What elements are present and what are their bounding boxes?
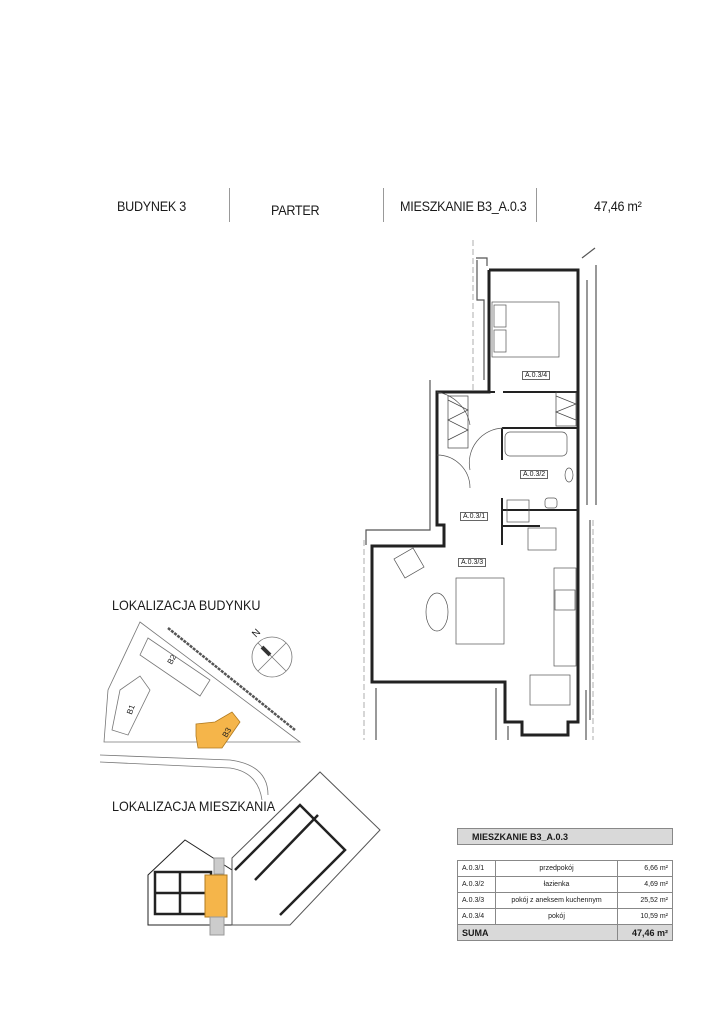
armchair [393,547,425,579]
room-area: 6,66 m² [616,860,674,877]
room-area: 4,69 m² [616,876,674,893]
kitchen-sink [527,527,557,551]
divider [229,188,230,222]
sofa [455,577,505,645]
bed [491,301,560,358]
room-name: łazienka [495,876,618,893]
interior-walls [489,391,578,545]
room-id: A.0.3/2 [456,876,497,893]
room-id: A.0.3/1 [456,860,497,877]
apartment-highlight [204,874,228,918]
door-swing [436,454,471,489]
room-label: A.0.3/3 [458,558,487,567]
toilet [544,497,558,509]
door-swing [436,391,471,426]
room-id: A.0.3/3 [456,892,497,909]
sum-area: 47,46 m² [616,924,674,941]
bathtub [504,431,568,457]
room-area: 25,52 m² [616,892,674,909]
room-area: 10,59 m² [616,908,674,925]
stove [554,589,576,611]
building-b2 [139,637,211,697]
building-location-title: LOKALIZACJA BUDYNKU [112,597,261,613]
door-swing [469,427,504,471]
room-name: pokój [495,908,618,925]
washing-machine [506,499,530,523]
apartment-location-plan [147,771,381,936]
dining-table [529,674,571,706]
room-name: przedpokój [495,860,618,877]
room-name: pokój z aneksem kuchennym [495,892,618,909]
room-id: A.0.3/4 [456,908,497,925]
coffee-table [425,592,449,632]
room-label: A.0.3/2 [520,470,549,479]
dashed-boundary [363,240,594,740]
sink [564,467,574,483]
divider [383,188,384,222]
terrace [209,916,225,936]
summary-table-title: MIESZKANIE B3_A.0.3 [457,828,673,845]
building-label: BUDYNEK 3 [117,198,187,214]
building-b3-highlight [195,711,241,749]
floor-label: PARTER [271,202,320,218]
area-label: 47,46 m² [594,198,642,214]
sum-label: SUMA [457,924,618,941]
kitchen-counter [553,567,577,667]
room-label: A.0.3/1 [460,512,489,521]
outer-walls [365,247,597,740]
compass-rose [251,636,293,678]
building-b1 [111,675,151,736]
apartment-label: MIESZKANIE B3_A.0.3 [400,198,527,214]
wardrobes [447,391,577,449]
exterior-walls [370,268,580,737]
apartment-location-title: LOKALIZACJA MIESZKANIA [112,798,276,814]
divider [536,188,537,222]
site-plan [99,621,302,801]
furniture [393,301,577,706]
room-label: A.0.3/4 [522,371,551,380]
